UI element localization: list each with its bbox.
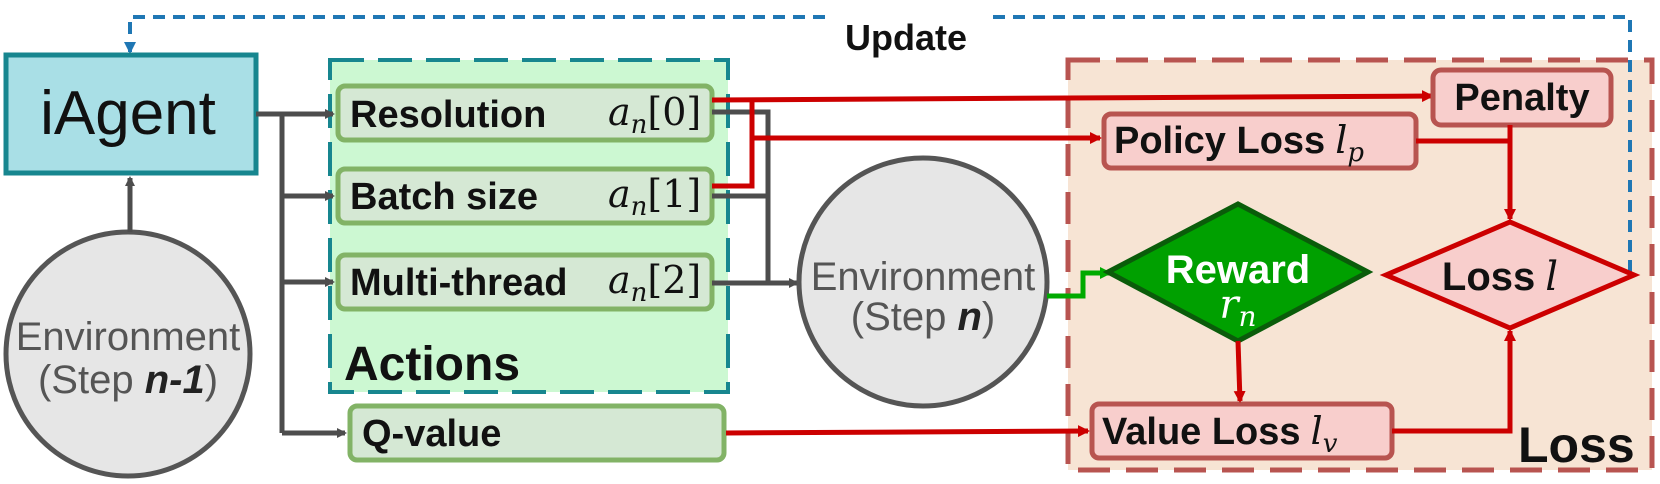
env-to-reward-arrow — [1047, 267, 1112, 299]
svg-text:rn: rn — [1219, 282, 1256, 333]
svg-text:Penalty: Penalty — [1454, 77, 1589, 119]
svg-text:an[2]: an[2] — [608, 258, 701, 308]
actions-to-env-arrows — [712, 109, 799, 288]
actions-to-loss-arrows — [711, 90, 1434, 189]
svg-text:Q-value: Q-value — [362, 413, 501, 455]
action-batch-size: Batch size an[1] — [335, 166, 715, 226]
iagent-box — [3, 52, 259, 176]
environment-curr-label: Environment — [811, 255, 1036, 299]
qvalue-box: Q-value — [347, 403, 727, 463]
action-resolution: Resolution an[0] — [335, 83, 715, 143]
svg-text:Multi-thread: Multi-thread — [350, 262, 567, 304]
environment-curr-circle — [796, 155, 1050, 409]
environment-prev-step: (Step n-1) — [38, 358, 218, 402]
reward-diamond: Reward rn — [1102, 201, 1374, 344]
action-multi-thread: Multi-thread an[2] — [335, 252, 715, 312]
iagent-label: iAgent — [40, 79, 216, 148]
svg-text:Batch size: Batch size — [350, 176, 538, 218]
svg-text:an[0]: an[0] — [608, 90, 701, 140]
loss-region-title: Loss — [1518, 417, 1635, 473]
update-label-bg — [826, 14, 986, 60]
svg-text:Reward: Reward — [1166, 248, 1311, 292]
loss-internal-arrows — [725, 125, 1516, 438]
environment-curr-step: (Step n) — [851, 295, 995, 339]
actions-title: Actions — [344, 338, 520, 391]
update-label: Update — [845, 17, 967, 58]
penalty-box: Penalty — [1430, 67, 1614, 128]
svg-text:an[1]: an[1] — [608, 172, 701, 222]
agent-output-arrows — [256, 109, 347, 438]
environment-prev-label: Environment — [16, 315, 241, 359]
svg-text:Resolution: Resolution — [350, 94, 546, 136]
